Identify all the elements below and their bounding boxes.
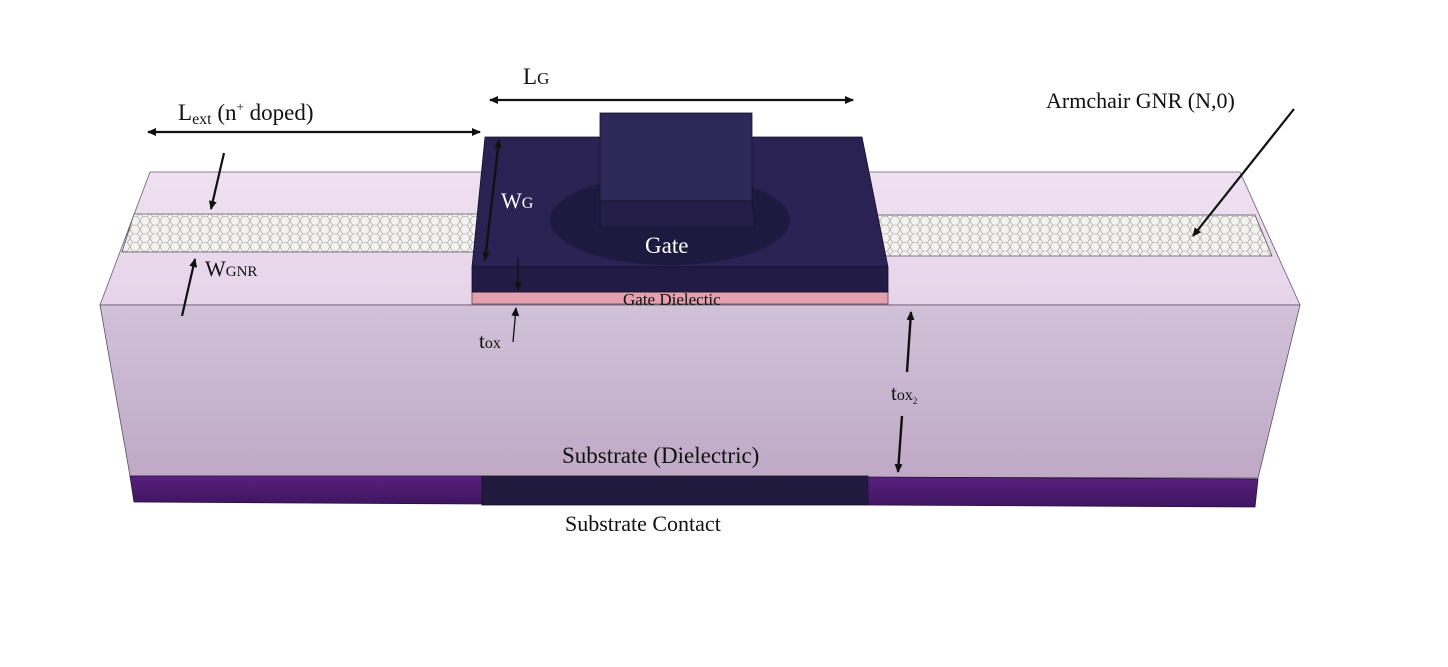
gate-contact-top (599, 112, 753, 202)
gnr-ribbon-left (121, 213, 486, 253)
gate-front-face (471, 266, 889, 293)
tox2-arrow-top (905, 311, 915, 373)
wgnr-arrow-bottom (180, 258, 198, 317)
armchair-gnr-label: Armchair GNR (N,0) (1046, 88, 1235, 113)
tox-label: tox (479, 329, 501, 353)
gate-label: Gate (645, 233, 688, 258)
substrate-contact-right (867, 476, 1259, 508)
substrate-front-face (99, 304, 1301, 479)
lext-label: Lext (n+ doped) (178, 99, 314, 128)
substrate-contact-label: Substrate Contact (565, 511, 721, 536)
tox-arrow-bottom (511, 307, 520, 343)
wg-label: WG (501, 188, 534, 213)
substrate-contact-left (129, 475, 483, 505)
substrate-contact-center (481, 475, 869, 506)
gate-contact-front (599, 200, 756, 228)
armchair-arrow (1192, 108, 1295, 237)
substrate-label: Substrate (Dielectric) (562, 443, 759, 468)
wgnr-label: WGNR (205, 256, 257, 281)
tox2-arrow-bottom (894, 415, 904, 473)
lg-label: LG (523, 64, 549, 89)
wg-dimension-arrow (481, 139, 503, 261)
gnr-ribbon-right (871, 214, 1273, 257)
gate-dielectric-label: Gate Dielectic (623, 290, 721, 309)
tox2-label: tox2 (891, 381, 917, 406)
wgnr-arrow-top (208, 152, 226, 210)
